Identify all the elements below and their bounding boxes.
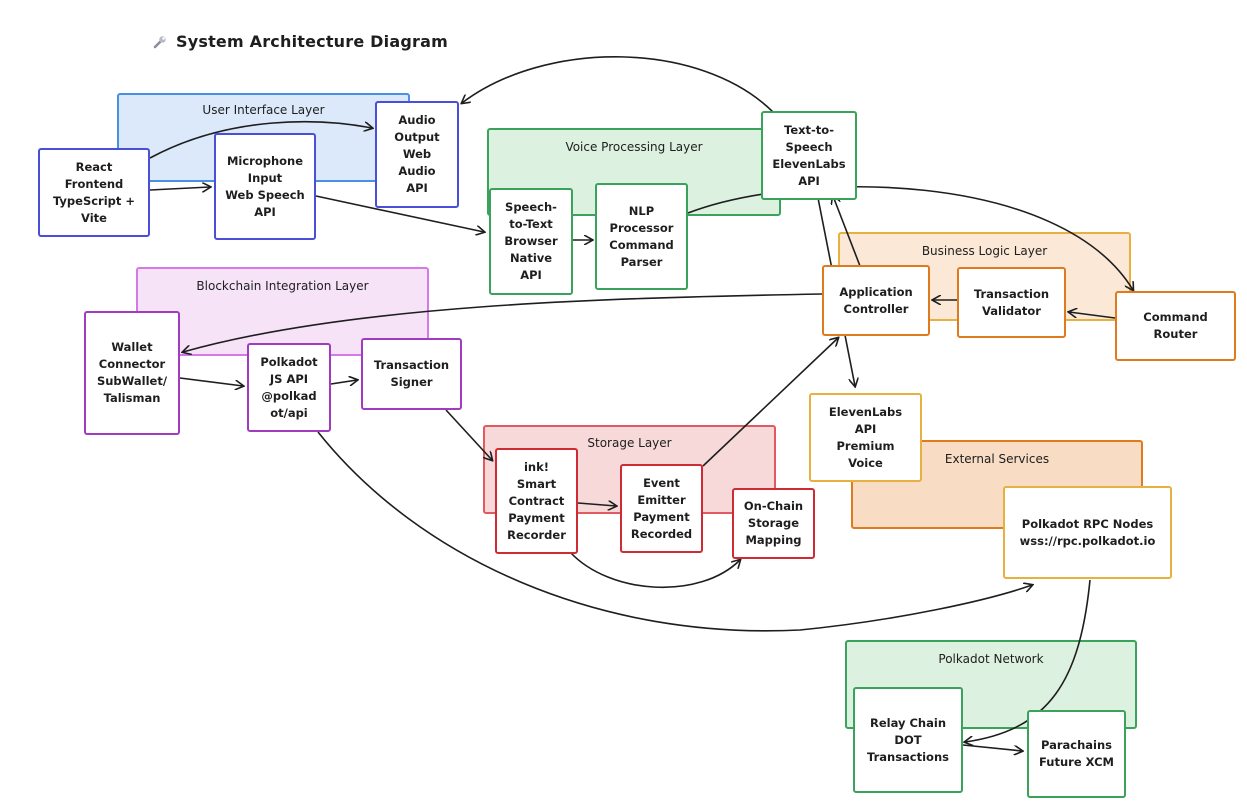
- edge-app-tts: [833, 196, 861, 267]
- edge-signer-ink: [445, 409, 492, 460]
- wallet-connector-node: Wallet Connector SubWallet/ Talisman: [84, 311, 180, 435]
- wrench-icon: [153, 35, 166, 48]
- edge-pjs-rpc: [317, 431, 1032, 632]
- blockchain-layer-label: Blockchain Integration Layer: [196, 279, 369, 293]
- polkadot-js-api-node: Polkadot JS API @polkad ot/api: [247, 343, 331, 432]
- business-layer-label: Business Logic Layer: [921, 244, 1048, 258]
- edge-pjs-signer: [330, 380, 357, 384]
- microphone-input-node: Microphone Input Web Speech API: [214, 133, 316, 240]
- edge-relay-para: [962, 744, 1022, 751]
- title-text: System Architecture Diagram: [176, 32, 448, 51]
- ui-layer-label: User Interface Layer: [202, 103, 325, 117]
- edge-event-app: [702, 338, 838, 467]
- parachains-node: Parachains Future XCM: [1027, 710, 1126, 798]
- diagram-title: System Architecture Diagram: [152, 32, 448, 51]
- edge-react-mic: [149, 187, 210, 190]
- network-layer-label: Polkadot Network: [938, 652, 1044, 666]
- on-chain-storage-node: On-Chain Storage Mapping: [732, 488, 815, 559]
- event-emitter-node: Event Emitter Payment Recorded: [620, 464, 703, 553]
- polkadot-rpc-nodes-node: Polkadot RPC Nodes wss://rpc.polkadot.io: [1003, 486, 1172, 579]
- edge-app-wallet: [183, 293, 823, 352]
- edge-rpc-relay: [965, 579, 1091, 742]
- edge-ink-onchain: [569, 551, 740, 589]
- nlp-processor-node: NLP Processor Command Parser: [595, 183, 688, 290]
- transaction-validator-node: Transaction Validator: [957, 267, 1066, 338]
- edge-wallet-pjs: [179, 377, 243, 386]
- elevenlabs-api-node: ElevenLabs API Premium Voice: [809, 393, 922, 482]
- storage-layer-label: Storage Layer: [587, 436, 672, 450]
- transaction-signer-node: Transaction Signer: [361, 338, 462, 410]
- text-to-speech-node: Text-to- Speech ElevenLabs API: [761, 111, 857, 200]
- audio-output-node: Audio Output Web Audio API: [375, 101, 459, 208]
- voice-layer-label: Voice Processing Layer: [565, 140, 703, 154]
- relay-chain-node: Relay Chain DOT Transactions: [853, 687, 963, 793]
- edge-router-validator: [1069, 312, 1116, 319]
- edge-nlp-router: [687, 186, 1133, 290]
- edge-react-audio: [149, 120, 372, 159]
- edge-mic-stt: [315, 195, 484, 232]
- speech-to-text-node: Speech- to-Text Browser Native API: [489, 188, 573, 295]
- application-controller-node: Application Controller: [822, 265, 930, 336]
- ink-smart-contract-node: ink! Smart Contract Payment Recorder: [495, 448, 578, 554]
- command-router-node: Command Router: [1115, 291, 1236, 361]
- edge-tts-audio: [462, 56, 774, 113]
- react-frontend-node: React Frontend TypeScript + Vite: [38, 148, 150, 237]
- edge-ink-event: [577, 503, 616, 506]
- external-layer-label: External Services: [944, 452, 1050, 466]
